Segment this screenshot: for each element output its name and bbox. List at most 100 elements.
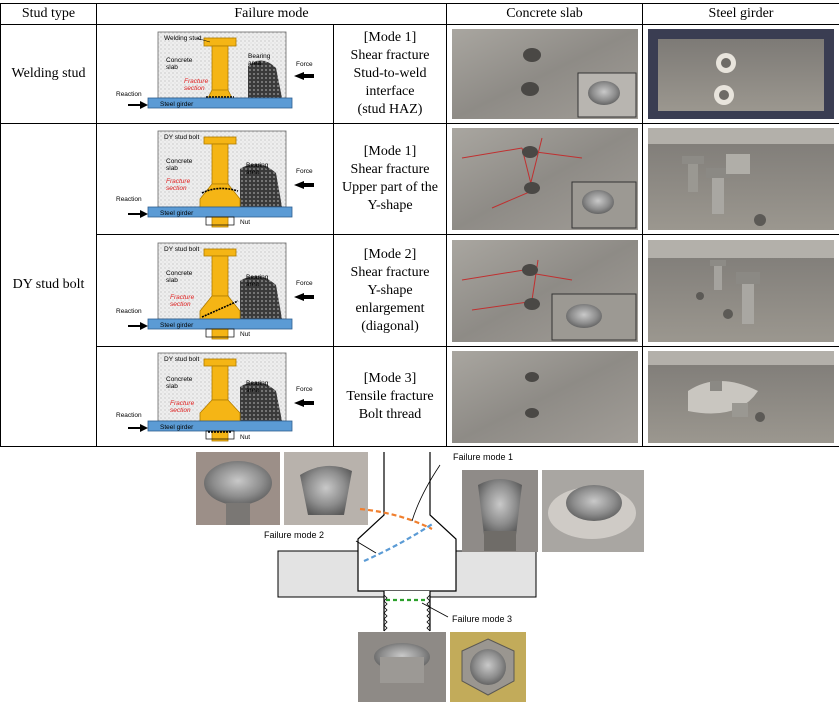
- label-steel-girder: Steel girder: [160, 424, 194, 431]
- table-row: DY stud bolt Concrete slab Bearing area …: [1, 347, 839, 447]
- label-slab: slab: [166, 277, 178, 284]
- label-concrete: Concrete: [166, 158, 193, 165]
- label-bearing: Bearing: [246, 162, 269, 169]
- steel-girder-photo-4: [643, 347, 839, 447]
- label-welding-stud: Welding stud: [164, 35, 202, 42]
- label-slab: slab: [166, 64, 178, 71]
- label-force: Force: [296, 280, 313, 287]
- mode-line: (stud HAZ): [334, 101, 446, 119]
- failure-diagram-dy-mode3: DY stud bolt Concrete slab Bearing area …: [97, 347, 334, 447]
- label-concrete: Concrete: [166, 376, 193, 383]
- mode-line: Y-shape: [334, 197, 446, 215]
- label-slab: slab: [166, 165, 178, 172]
- mode-line: Bolt thread: [334, 406, 446, 424]
- fracture-photo-2: [284, 452, 368, 525]
- mode-line: Shear fracture: [334, 47, 446, 65]
- label-area: area: [246, 169, 259, 176]
- label-slab: slab: [166, 383, 178, 390]
- mode-line: Y-shape: [334, 282, 446, 300]
- header-concrete-slab: Concrete slab: [447, 4, 643, 25]
- mode-description-4: [Mode 3] Tensile fracture Bolt thread: [334, 347, 447, 447]
- force-arrow-icon: [294, 72, 314, 80]
- label-nut: Nut: [240, 331, 250, 338]
- label-fracture: Fracture: [184, 78, 209, 85]
- mode-line: interface: [334, 83, 446, 101]
- header-row: Stud type Failure mode Concrete slab Ste…: [1, 4, 839, 25]
- failure-mode-2-label: Failure mode 2: [264, 530, 324, 540]
- label-dy-stud-bolt: DY stud bolt: [164, 356, 199, 363]
- failure-mode-3-label: Failure mode 3: [452, 614, 512, 624]
- table-row: DY stud bolt Concrete slab Bearing area …: [1, 235, 839, 347]
- force-arrow-icon: [294, 293, 314, 301]
- force-arrow-icon: [294, 399, 314, 407]
- mode-line: (diagonal): [334, 318, 446, 336]
- label-force: Force: [296, 61, 313, 68]
- label-fracture: Fracture: [170, 400, 195, 407]
- label-reaction: Reaction: [116, 196, 142, 203]
- fracture-photo-6: [450, 632, 526, 702]
- label-force: Force: [296, 386, 313, 393]
- label-nut: Nut: [240, 434, 250, 441]
- mode-description-2: [Mode 1] Shear fracture Upper part of th…: [334, 124, 447, 235]
- label-bearing: Bearing: [246, 380, 269, 387]
- table-row: DY stud bolt DY stud bolt Concrete slab …: [1, 124, 839, 235]
- concrete-slab-photo-4: [447, 347, 643, 447]
- failure-diagram-welding: Welding stud Concrete slab Bearing area …: [97, 25, 334, 124]
- mode-line: [Mode 2]: [334, 246, 446, 264]
- header-failure-mode: Failure mode: [97, 4, 447, 25]
- label-steel-girder: Steel girder: [160, 210, 194, 217]
- fracture-photo-4: [542, 470, 644, 552]
- concrete-slab-photo-3: [447, 235, 643, 347]
- steel-girder-photo-2: [643, 124, 839, 235]
- label-bearing: Bearing: [246, 274, 269, 281]
- label-dy-stud-bolt: DY stud bolt: [164, 134, 199, 141]
- header-stud-type: Stud type: [1, 4, 97, 25]
- label-reaction: Reaction: [116, 308, 142, 315]
- mode-line: enlargement: [334, 300, 446, 318]
- failure-mode-table: Stud type Failure mode Concrete slab Ste…: [0, 3, 839, 447]
- mode-line: Upper part of the: [334, 179, 446, 197]
- concrete-slab-photo-2: [447, 124, 643, 235]
- mode-line: [Mode 3]: [334, 370, 446, 388]
- label-nut: Nut: [240, 219, 250, 226]
- label-area: area: [246, 387, 259, 394]
- stud-type-dy: DY stud bolt: [1, 124, 97, 447]
- table-row: Welding stud Welding stud Concrete slab …: [1, 25, 839, 124]
- label-reaction: Reaction: [116, 91, 142, 98]
- steel-girder-photo-3: [643, 235, 839, 347]
- label-area: area: [246, 281, 259, 288]
- reaction-arrow-icon: [128, 101, 148, 109]
- label-dy-stud-bolt: DY stud bolt: [164, 246, 199, 253]
- mode-line: [Mode 1]: [334, 143, 446, 161]
- failure-mode-schematic: Failure mode 1 Failure mode 2 Failure mo…: [0, 445, 839, 704]
- label-force: Force: [296, 168, 313, 175]
- mode-line: Stud-to-weld: [334, 65, 446, 83]
- label-steel-girder: Steel girder: [160, 101, 194, 108]
- label-reaction: Reaction: [116, 412, 142, 419]
- label-fracture: Fracture: [166, 178, 191, 185]
- label-section: section: [166, 185, 187, 192]
- fracture-photo-5: [358, 632, 446, 702]
- mode-line: Shear fracture: [334, 161, 446, 179]
- mode-description-3: [Mode 2] Shear fracture Y-shape enlargem…: [334, 235, 447, 347]
- fracture-photo-1: [196, 452, 280, 525]
- failure-diagram-dy-mode1: DY stud bolt Concrete slab Bearing area …: [97, 124, 334, 235]
- header-steel-girder: Steel girder: [643, 4, 839, 25]
- label-concrete: Concrete: [166, 57, 193, 64]
- force-arrow-icon: [294, 181, 314, 189]
- mode-line: Shear fracture: [334, 264, 446, 282]
- label-section: section: [184, 85, 205, 92]
- mode-description-1: [Mode 1] Shear fracture Stud-to-weld int…: [334, 25, 447, 124]
- mode-line: [Mode 1]: [334, 29, 446, 47]
- label-steel-girder: Steel girder: [160, 322, 194, 329]
- reaction-arrow-icon: [128, 210, 148, 218]
- label-area: area: [248, 60, 261, 67]
- label-fracture: Fracture: [170, 294, 195, 301]
- failure-diagram-dy-mode2: DY stud bolt Concrete slab Bearing area …: [97, 235, 334, 347]
- fracture-photo-3: [462, 470, 538, 552]
- concrete-slab-photo-1: [447, 25, 643, 124]
- label-section: section: [170, 301, 191, 308]
- failure-mode-1-label: Failure mode 1: [453, 452, 513, 462]
- mode-line: Tensile fracture: [334, 388, 446, 406]
- label-bearing: Bearing: [248, 53, 271, 60]
